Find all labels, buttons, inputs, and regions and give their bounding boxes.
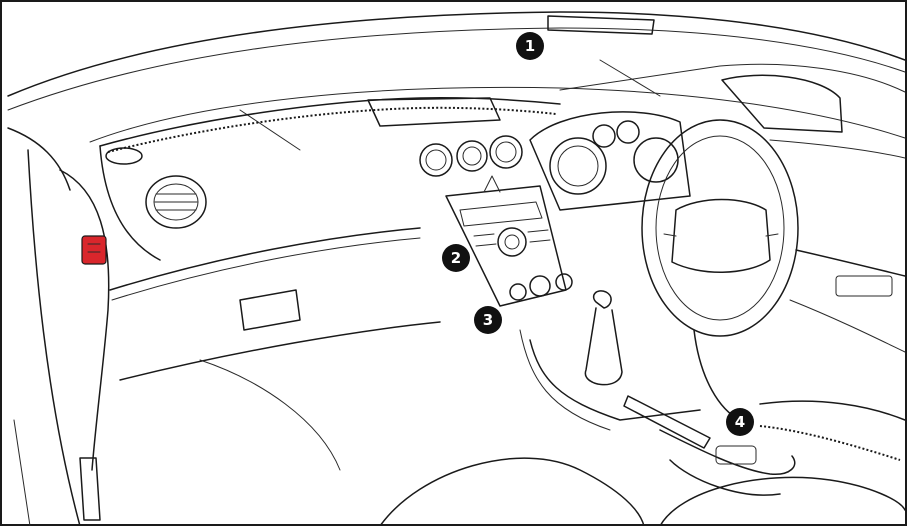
climate-knob-center — [529, 275, 551, 297]
callout-1: 1 — [516, 32, 544, 60]
callout-4: 4 — [726, 408, 754, 436]
roof-headliner — [7, 11, 906, 111]
console-buttons — [715, 445, 757, 465]
callout-2: 2 — [442, 244, 470, 272]
seats — [379, 400, 906, 526]
gear-lever — [519, 290, 701, 431]
dashboard-top — [99, 97, 561, 261]
center-vent-left — [419, 143, 453, 177]
center-clock — [456, 140, 488, 172]
rear-view-mirror — [547, 15, 655, 35]
windscreen — [89, 59, 906, 151]
window-switches — [835, 275, 893, 297]
climate-knob-left — [509, 283, 527, 301]
climate-knob-right — [555, 273, 573, 291]
tachometer — [633, 137, 679, 183]
callout-2-label: 2 — [451, 249, 461, 267]
center-vent-right — [489, 135, 523, 169]
callout-3: 3 — [474, 306, 502, 334]
callout-1-label: 1 — [525, 37, 535, 55]
gauge-small-right — [616, 120, 640, 144]
instrument-cluster — [529, 111, 691, 211]
callout-3-label: 3 — [483, 311, 493, 329]
speaker-grille — [105, 147, 143, 165]
speedometer — [549, 137, 607, 195]
left-door-panel — [7, 127, 110, 526]
center-console — [419, 135, 573, 307]
callout-4-label: 4 — [735, 413, 745, 431]
right-door-panel — [721, 74, 906, 353]
hazard-warning-button — [81, 235, 107, 265]
audio-knob — [497, 227, 527, 257]
side-mirror — [721, 74, 843, 133]
glovebox-handle — [239, 289, 301, 331]
handbrake — [623, 395, 796, 496]
steering-hub — [671, 198, 771, 273]
gauge-small-left — [592, 124, 616, 148]
door-handle — [79, 457, 101, 521]
center-display-screen — [367, 97, 501, 127]
steering-wheel — [641, 119, 799, 421]
left-air-vent — [145, 175, 207, 229]
dashboard-lower — [109, 227, 441, 471]
